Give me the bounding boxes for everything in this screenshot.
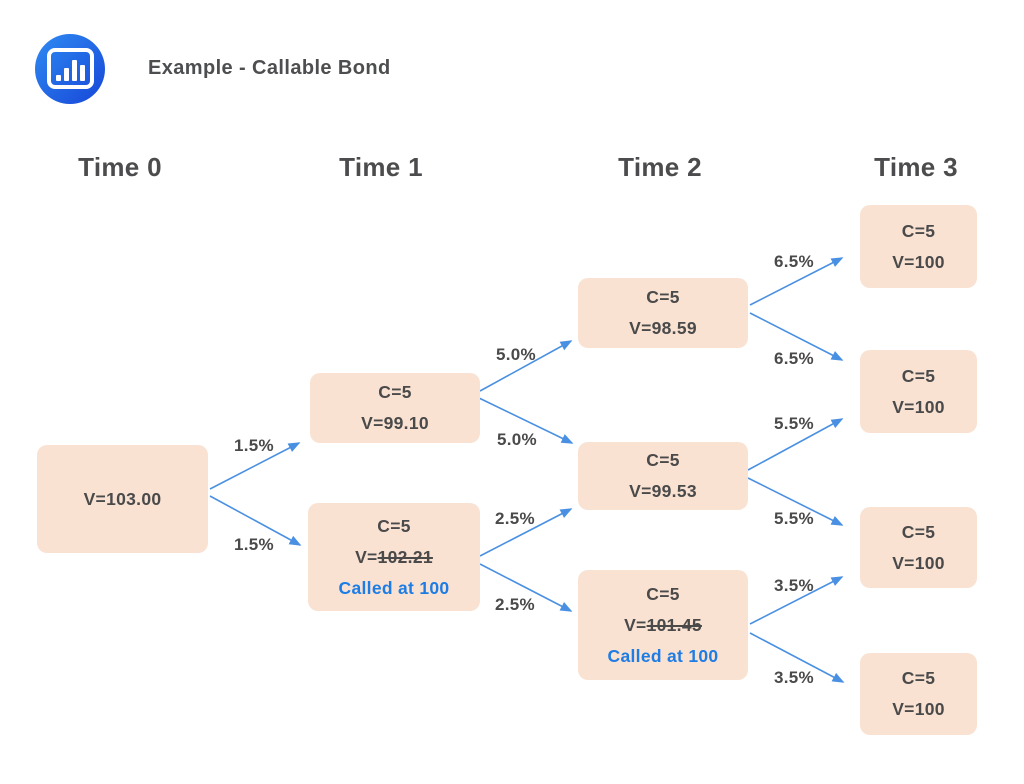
node-coupon: C=5 bbox=[377, 515, 411, 536]
tree-node-time3-2: C=5 V=100 bbox=[860, 350, 977, 433]
struck-value: 101.45 bbox=[646, 614, 702, 635]
node-value: V=100 bbox=[892, 396, 945, 417]
node-value: V=100 bbox=[892, 552, 945, 573]
edge-probability-label: 2.5% bbox=[495, 509, 535, 528]
column-header-time2: Time 2 bbox=[618, 152, 702, 182]
edge-probability-label: 5.5% bbox=[774, 414, 814, 433]
struck-value: 102.21 bbox=[377, 546, 433, 567]
logo bbox=[35, 34, 105, 104]
column-header-time1: Time 1 bbox=[339, 152, 423, 182]
node-value: V=99.53 bbox=[629, 481, 697, 501]
column-header-time0: Time 0 bbox=[78, 152, 162, 182]
node-value: V=99.10 bbox=[361, 413, 429, 433]
edge-probability-label: 3.5% bbox=[774, 668, 814, 687]
column-header-time3: Time 3 bbox=[874, 152, 958, 182]
tree-node-time3-4: C=5 V=100 bbox=[860, 653, 977, 735]
edge-probability-label: 6.5% bbox=[774, 252, 814, 271]
tree-node-time1-up: C=5 V=99.10 bbox=[310, 373, 480, 443]
edge-probability-label: 6.5% bbox=[774, 349, 814, 368]
node-coupon: C=5 bbox=[646, 583, 680, 604]
edge-probability-label: 5.0% bbox=[497, 430, 537, 449]
node-coupon: C=5 bbox=[378, 382, 412, 402]
node-value: V=103.00 bbox=[83, 488, 162, 509]
tree-node-time2-up: C=5 V=98.59 bbox=[578, 278, 748, 348]
node-coupon: C=5 bbox=[901, 668, 936, 688]
node-coupon: C=5 bbox=[901, 521, 936, 542]
tree-node-time3-3: C=5 V=100 bbox=[860, 507, 977, 588]
called-at-label: Called at 100 bbox=[338, 577, 450, 598]
tree-node-time1-down: C=5 V=102.21 Called at 100 bbox=[308, 503, 480, 611]
edge-probability-label: 1.5% bbox=[234, 436, 274, 455]
edge-probability-label: 5.5% bbox=[774, 509, 814, 528]
node-value: V=102.21 bbox=[355, 546, 433, 567]
node-value: V=100 bbox=[892, 251, 945, 272]
node-value: V=100 bbox=[892, 699, 945, 719]
node-value: V=101.45 bbox=[624, 614, 702, 635]
node-coupon: C=5 bbox=[646, 287, 680, 307]
edge-probability-label: 5.0% bbox=[496, 345, 536, 364]
bar-chart-icon bbox=[35, 34, 105, 104]
edge-probability-label: 2.5% bbox=[495, 595, 535, 614]
node-coupon: C=5 bbox=[901, 365, 936, 386]
called-at-label: Called at 100 bbox=[607, 645, 719, 666]
page-title: Example - Callable Bond bbox=[148, 57, 391, 79]
tree-node-time3-1: C=5 V=100 bbox=[860, 205, 977, 288]
tree-node-time2-mid: C=5 V=99.53 bbox=[578, 442, 748, 510]
edge-probability-label: 3.5% bbox=[774, 576, 814, 595]
tree-node-time2-down: C=5 V=101.45 Called at 100 bbox=[578, 570, 748, 680]
node-value: V=98.59 bbox=[629, 318, 697, 338]
node-coupon: C=5 bbox=[901, 220, 936, 241]
tree-node-time0: V=103.00 bbox=[37, 445, 208, 553]
edge-probability-label: 1.5% bbox=[234, 535, 274, 554]
node-coupon: C=5 bbox=[646, 450, 680, 470]
